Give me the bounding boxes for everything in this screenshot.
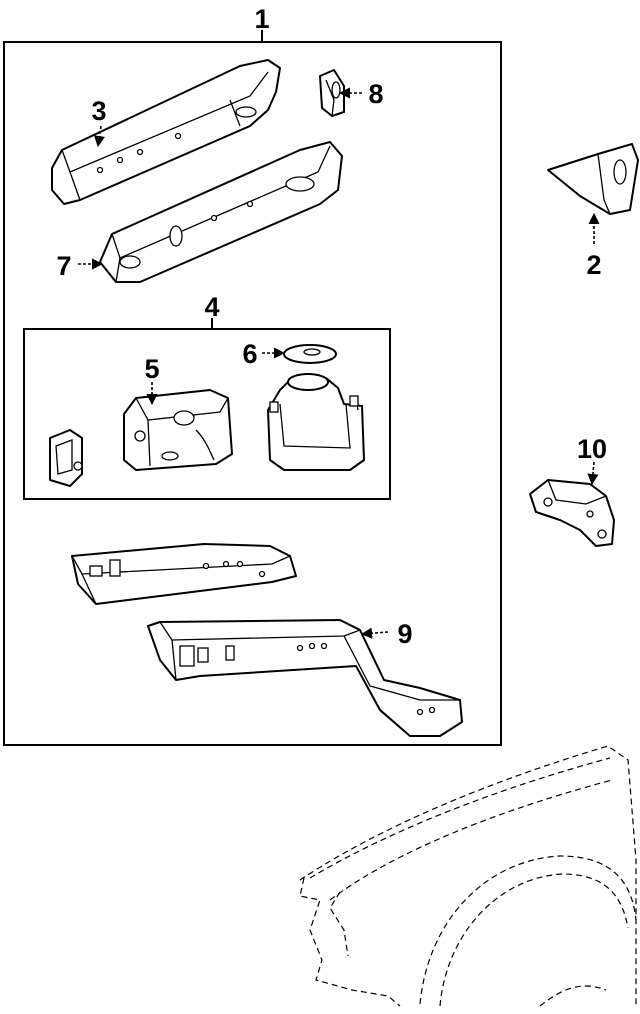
callout-1: 1 — [254, 4, 269, 34]
part-engine-mount[interactable] — [267, 373, 365, 471]
callout-labels: 1 2 3 4 5 6 7 8 9 10 — [56, 4, 607, 649]
callout-2: 2 — [586, 250, 601, 280]
part-2-gusset[interactable] — [547, 143, 639, 215]
callout-3: 3 — [91, 96, 106, 126]
callout-6: 6 — [242, 339, 257, 369]
assembly-frame-1 — [3, 30, 502, 746]
callout-7: 7 — [56, 251, 71, 281]
part-clip[interactable] — [49, 429, 83, 487]
part-6-pad[interactable] — [283, 344, 337, 364]
part-3-upper-rail[interactable] — [51, 59, 281, 205]
callout-9: 9 — [397, 619, 412, 649]
fender-ghost-outline — [299, 745, 637, 1007]
callout-8: 8 — [368, 79, 383, 109]
subassembly-frame-4 — [23, 318, 391, 500]
callout-10: 10 — [577, 434, 607, 464]
part-7-lower-rail[interactable] — [99, 141, 343, 283]
leader-lines — [78, 87, 600, 639]
part-9-side-member[interactable] — [147, 619, 463, 737]
part-5-mount-bracket[interactable] — [123, 389, 233, 471]
part-10-bracket[interactable] — [529, 479, 615, 547]
part-front-member[interactable] — [71, 543, 297, 605]
callout-4: 4 — [204, 292, 219, 322]
callout-5: 5 — [144, 354, 159, 384]
